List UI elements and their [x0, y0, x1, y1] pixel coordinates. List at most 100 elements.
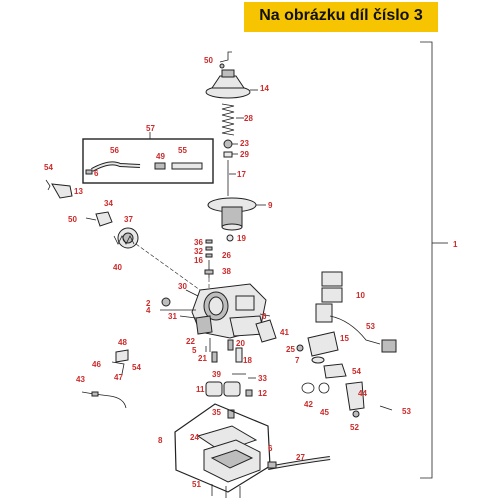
jet-21[interactable] [211, 351, 218, 363]
callout-52: 52 [350, 423, 359, 432]
callout-34: 34 [104, 199, 113, 208]
callout-17: 17 [237, 170, 246, 179]
callout-13: 13 [74, 187, 83, 196]
callout-46: 46 [92, 360, 101, 369]
jet-20[interactable] [227, 339, 234, 351]
callout-12: 12 [258, 389, 267, 398]
throttle-pulley-37[interactable] [117, 227, 139, 249]
callout-53-choke: 53 [366, 322, 375, 331]
callout-51: 51 [192, 480, 201, 489]
clip-6-right[interactable] [259, 313, 271, 317]
auto-choke-10[interactable] [315, 271, 343, 323]
vacuum-diaphragm-slide[interactable] [207, 197, 257, 231]
callout-19: 19 [237, 234, 246, 243]
carburetor-body[interactable] [191, 283, 267, 339]
callout-29: 29 [240, 150, 249, 159]
screw-2[interactable] [161, 297, 171, 307]
callout-28: 28 [244, 114, 253, 123]
callout-35: 35 [212, 408, 221, 417]
accelerator-pump-15[interactable] [307, 331, 339, 357]
callout-10: 10 [356, 291, 365, 300]
callout-16: 16 [194, 256, 203, 265]
callout-33: 33 [258, 374, 267, 383]
washer-19[interactable] [226, 234, 234, 242]
float-valve-12[interactable] [245, 389, 253, 397]
assembly-bracket [420, 41, 433, 479]
bracket-54[interactable] [45, 179, 51, 191]
screw-30[interactable] [185, 289, 199, 297]
callout-44: 44 [358, 389, 367, 398]
bracket-54-right[interactable] [323, 363, 347, 379]
spring-40[interactable] [113, 235, 135, 245]
callout-22: 22 [186, 337, 195, 346]
callout-45: 45 [320, 408, 329, 417]
cap-clip-50[interactable] [219, 51, 232, 69]
screw-51[interactable] [211, 484, 241, 498]
callout-7: 7 [295, 356, 300, 365]
choke-wire-53[interactable] [329, 315, 397, 353]
carb-top-cap[interactable] [205, 69, 251, 99]
callout-40: 40 [113, 263, 122, 272]
lever-34[interactable] [95, 211, 113, 227]
throttle-cable-43[interactable] [81, 391, 127, 409]
callout-30: 30 [178, 282, 187, 291]
callout-37: 37 [124, 215, 133, 224]
screw-31[interactable] [179, 315, 197, 319]
callout-54-left: 54 [44, 163, 53, 172]
hose-55[interactable] [171, 162, 203, 170]
callout-9: 9 [268, 201, 273, 210]
callout-23: 23 [240, 139, 249, 148]
clip-48[interactable] [115, 349, 129, 363]
callout-50-top: 50 [204, 56, 213, 65]
needle-retainer-23[interactable] [223, 139, 233, 149]
clip-6-box[interactable] [85, 169, 93, 175]
sensor-44[interactable] [345, 381, 365, 411]
callout-54-right: 54 [352, 367, 361, 376]
ring-42[interactable] [301, 382, 315, 394]
hose-clamp-6[interactable] [267, 461, 277, 469]
callout-55: 55 [178, 146, 187, 155]
callout-49: 49 [156, 152, 165, 161]
callout-4: 4 [146, 306, 151, 315]
fitting-49[interactable] [154, 162, 166, 170]
screw-25[interactable] [296, 344, 304, 352]
callout-6-hose: 6 [268, 444, 273, 453]
callout-27: 27 [296, 453, 305, 462]
needle-clip-29[interactable] [223, 151, 233, 158]
clip-46-47[interactable] [111, 361, 125, 375]
slide-spring[interactable] [221, 103, 235, 136]
callout-53-right: 53 [402, 407, 411, 416]
jet-18[interactable] [235, 347, 243, 363]
callout-54-mid: 54 [132, 363, 141, 372]
part-number-banner: Na obrázku díl číslo 3 [244, 2, 438, 32]
ring-45[interactable] [318, 382, 330, 394]
callout-42: 42 [304, 400, 313, 409]
float-11[interactable] [205, 381, 241, 397]
bracket-13[interactable] [51, 183, 73, 199]
callout-25: 25 [286, 345, 295, 354]
callout-41: 41 [280, 328, 289, 337]
bracket-41[interactable] [255, 319, 277, 343]
screw-50-pulley[interactable] [85, 217, 97, 221]
float-bowl-23[interactable] [203, 439, 261, 483]
hose-56[interactable] [91, 161, 141, 172]
screw-52[interactable] [352, 410, 360, 418]
callout-5: 5 [192, 346, 197, 355]
callout-56: 56 [110, 146, 119, 155]
callout-31: 31 [168, 312, 177, 321]
callout-39: 39 [212, 370, 221, 379]
callout-32: 32 [194, 247, 203, 256]
screw-stack[interactable] [204, 239, 214, 278]
callout-2: 2 [146, 299, 151, 308]
callout-21: 21 [198, 354, 207, 363]
callout-43: 43 [76, 375, 85, 384]
callout-24: 24 [190, 433, 199, 442]
callout-20: 20 [236, 339, 245, 348]
o-ring-7[interactable] [311, 356, 325, 364]
screw-53-right[interactable] [379, 405, 393, 411]
callout-36: 36 [194, 238, 203, 247]
callout-38: 38 [222, 267, 231, 276]
callout-50-pulley: 50 [68, 215, 77, 224]
callout-57: 57 [146, 124, 155, 133]
